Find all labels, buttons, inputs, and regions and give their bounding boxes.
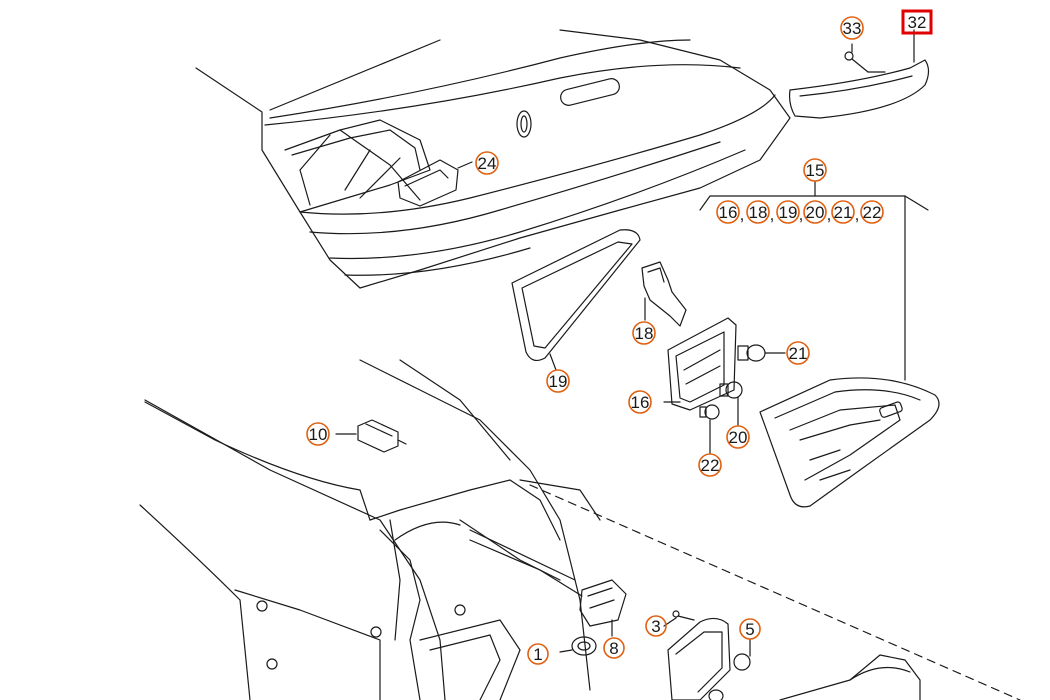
callout-21-list: 21 (834, 203, 853, 222)
tail-light-outer (780, 655, 920, 700)
callout-20: 20 (726, 425, 750, 449)
callout-labels: 33 32 15 16 , 18 , 19 , 20 , 21 , 2 (306, 9, 933, 665)
callout-1: 1 (527, 643, 549, 665)
callout-24: 24 (475, 151, 499, 175)
screw-33 (845, 44, 885, 72)
callout-19: 19 (546, 369, 570, 393)
bulb-21 (738, 345, 785, 361)
callout-15-text: 15 (806, 161, 825, 180)
bulb-holder-16 (664, 318, 736, 410)
callout-5-text: 5 (745, 620, 754, 639)
connector-18 (642, 262, 686, 326)
tail-light-inner (760, 378, 939, 507)
trim-strip-32 (790, 30, 929, 118)
callout-20-list: 20 (806, 203, 825, 222)
connector-8 (470, 540, 626, 636)
callout-32-text: 32 (908, 13, 927, 32)
callout-18-text: 18 (635, 324, 654, 343)
bulb-20 (720, 382, 742, 425)
bracket-24 (398, 160, 472, 206)
callout-32: 32 (901, 9, 933, 35)
seal-19 (512, 230, 640, 370)
callout-3-text: 3 (651, 617, 660, 636)
group-bracket-15 (700, 182, 928, 380)
callout-22: 22 (698, 453, 722, 477)
callout-19-text: 19 (549, 372, 568, 391)
callout-1-text: 1 (533, 645, 542, 664)
callout-22-list: 22 (863, 203, 882, 222)
callout-18: 18 (632, 321, 656, 345)
callout-group-list: 16 , 18 , 19 , 20 , 21 , 22 (716, 200, 884, 224)
bulb-22 (700, 405, 719, 454)
list-comma: , (799, 205, 804, 224)
list-comma: , (827, 205, 832, 224)
callout-16-text: 16 (631, 393, 650, 412)
callout-21: 21 (786, 341, 810, 365)
callout-8-text: 8 (609, 639, 618, 658)
callout-10-text: 10 (309, 425, 328, 444)
callout-33-text: 33 (843, 19, 862, 38)
callout-24-text: 24 (478, 154, 497, 173)
callout-18-list: 18 (749, 203, 768, 222)
callout-22-text: 22 (701, 456, 720, 475)
trunk-lid (196, 30, 790, 288)
callout-5: 5 (739, 618, 761, 640)
callout-8: 8 (603, 637, 625, 659)
list-comma: , (855, 205, 860, 224)
callout-3: 3 (645, 615, 667, 637)
callout-33: 33 (840, 16, 864, 40)
list-comma: , (740, 205, 745, 224)
grommet-1 (560, 637, 596, 655)
bulb-holder-5 (668, 618, 750, 700)
list-comma: , (770, 205, 775, 224)
callout-20-text: 20 (729, 428, 748, 447)
callout-16: 16 (628, 390, 652, 414)
rear-quarter-panel (140, 360, 1020, 700)
callout-10: 10 (306, 422, 330, 446)
switch-10 (336, 420, 406, 452)
callout-15: 15 (803, 158, 827, 182)
callout-16-list: 16 (719, 203, 738, 222)
callout-21-text: 21 (789, 344, 808, 363)
callout-19-list: 19 (779, 203, 798, 222)
screw-3 (664, 611, 694, 626)
